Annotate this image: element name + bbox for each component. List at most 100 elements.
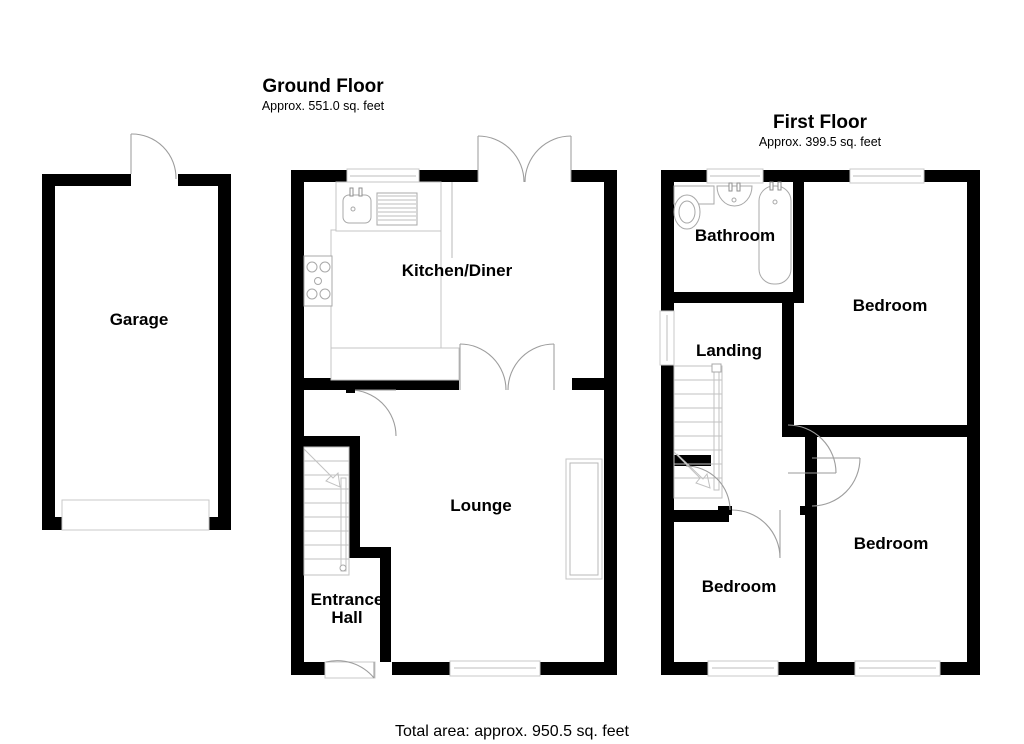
toilet-pan [673,194,701,230]
kitchen-tap-left [349,187,354,197]
kitchen-tap-right [358,187,363,197]
gf-wall-left [291,170,304,675]
kitchen-sink-bowl [342,194,372,224]
ff-wall-bed1-bed3 [782,425,980,437]
hob-burner-3 [306,288,318,300]
hob-burner-centre [314,277,322,285]
bedroom1-door-arc [787,424,837,474]
kitchen-fixtures [303,181,460,381]
stair-direction-arrow [303,448,341,488]
ff-wall-landing-bed2 [661,510,729,522]
bedroom2-door [731,509,781,559]
french-door-arc-right [524,135,572,183]
front-door-threshold [324,661,376,679]
ground-floor-subtitle: Approx. 551.0 sq. feet [262,99,385,113]
bedroom1-door [787,424,837,474]
french-door-arc-left [477,135,525,183]
ff-hinge-block-1 [782,425,794,437]
room-label-bathroom: Bathroom [695,226,775,245]
landing-staircase [673,363,723,499]
garage-wall-left [42,174,55,530]
ff-wall-right [967,170,980,675]
basin-tap-left [728,182,733,192]
room-label-entrance-hall: Entrance [311,590,384,609]
kitchen-lounge-double-doors [459,343,555,391]
room-label-bedroom-2: Bedroom [702,577,777,596]
bathtub-tap-left [769,181,774,191]
kitchen-hob [303,255,333,307]
first-floor-plan [659,168,980,677]
basin-tap-right [736,182,741,192]
ff-stair-direction-arrow [673,451,711,489]
garage-door [61,499,210,531]
total-area-text: Total area: approx. 950.5 sq. feet [395,723,629,740]
drain-outline [376,192,418,226]
entrance-hall-staircase [303,446,350,576]
gf-wall-hall-step [349,547,391,558]
bedroom3-door-arc [811,457,861,507]
gf-wall-right [604,170,617,675]
toilet-pan-inner [678,200,696,224]
gf-wall-bottom-right [538,662,617,675]
room-label-landing: Landing [696,341,762,360]
ff-wall-bathroom-bottom [661,292,804,303]
ff-wall-bathroom-right [793,182,804,292]
hall-kitchen-door [346,386,397,437]
room-label-garage: Garage [110,310,169,329]
gf-wall-bottom-mid [392,662,452,675]
kitchen-draining-board [376,192,418,226]
bathroom-door [685,465,731,511]
gf-wall-hall-top [291,436,349,447]
bathroom-fixtures [673,181,792,285]
ground-floor-plan [291,135,617,679]
bathtub-tap-right [777,181,782,191]
kitchen-sink-plughole [350,206,356,212]
bathroom-door-arc [685,465,731,511]
hall-door-hinge-block [346,386,355,393]
ff-stair-handrail [713,367,720,491]
bedroom2-door-arc [731,509,781,559]
ff-wall-left [661,170,674,675]
basin-plughole [731,197,737,203]
room-label-entrance-hall-line2: Hall [331,608,362,627]
garage-wall-top-left [42,174,131,186]
bedroom3-door [811,457,861,507]
ff-wall-landing-right [782,292,794,425]
garage-wall-top-right [178,174,231,186]
bathtub [758,185,792,285]
garage-door-swing-arc [130,133,177,180]
room-label-bedroom-1: Bedroom [853,296,928,315]
front-door [324,660,376,679]
garage-plan [42,133,231,531]
stair-newel-post [339,564,347,572]
gf-wall-kitchen-lounge-right [572,378,617,390]
hob-burner-4 [319,288,331,300]
garage-wall-right [218,174,231,530]
first-floor-title: First Floor [773,112,868,133]
room-label-bedroom-3: Bedroom [854,534,929,553]
stair-handrail [340,477,347,572]
lounge-radiator [565,458,603,580]
kitchen-base-unit-main [330,229,442,351]
hob-burner-2 [319,261,331,273]
room-label-kitchen-diner: Kitchen/Diner [402,261,513,280]
kitchen-french-doors [477,135,572,183]
gf-wall-hall-lower-right [380,547,391,662]
basin-bowl [716,185,753,207]
ff-hinge-block-3 [800,506,814,515]
ff-wall-bed2-bed3 [805,437,817,662]
hob-burner-1 [306,261,318,273]
bathtub-plughole [772,199,778,205]
front-door-arc [325,660,375,679]
kl-door-arc-left [459,343,507,391]
ff-wall-stair-foot [661,455,711,466]
first-floor-subtitle: Approx. 399.5 sq. feet [759,135,882,149]
hall-kitchen-door-arc [349,389,397,437]
ff-stair-outline [673,365,723,499]
ff-stair-newel-post [711,363,722,373]
gf-wall-hall-right [349,436,360,558]
lounge-radiator-inner [569,462,599,576]
ff-hinge-block-2 [718,506,732,515]
